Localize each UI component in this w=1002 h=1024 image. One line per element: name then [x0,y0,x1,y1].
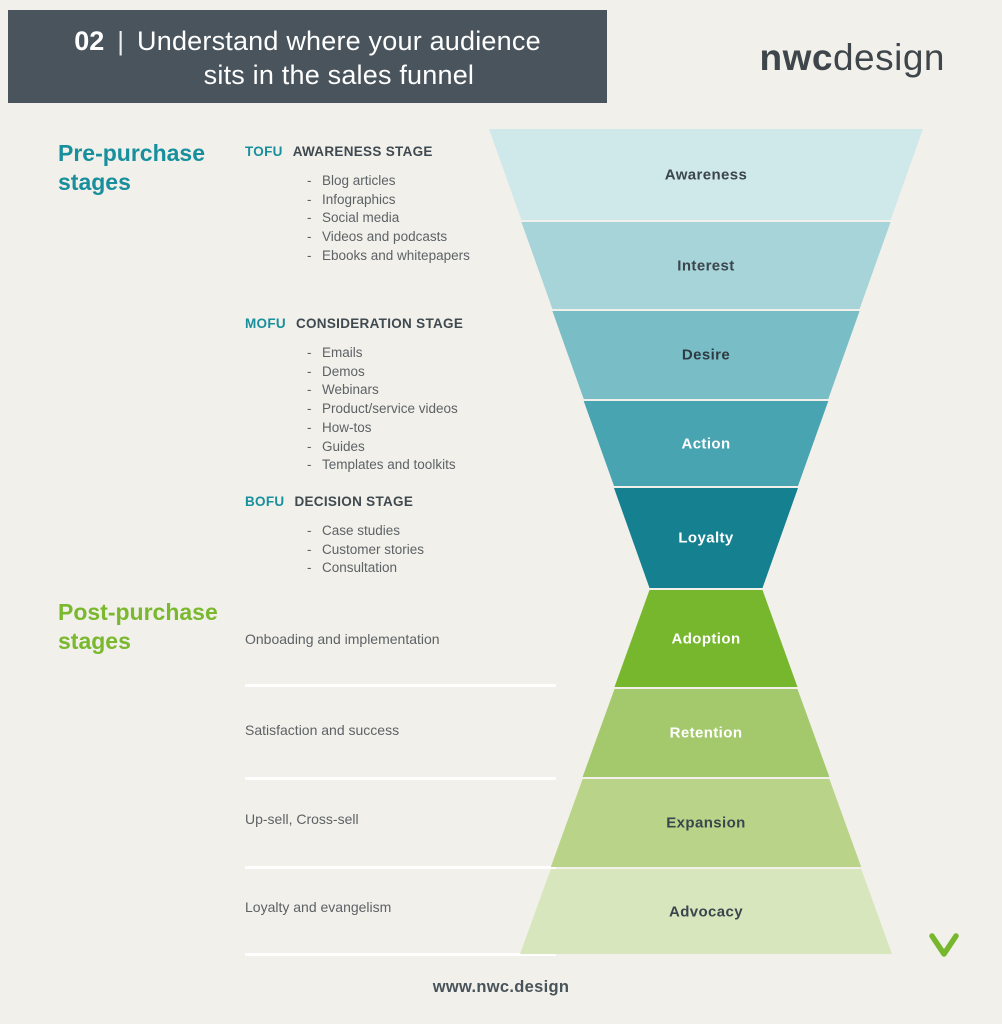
list-item: Social media [307,209,515,228]
arrow-head-icon [929,933,959,957]
stage-section-mofu: MOFU CONSIDERATION STAGE EmailsDemosWebina… [245,316,515,475]
funnel-band-interest: Interest [521,222,891,309]
stage-section-bofu: BOFU DECISION STAGE Case studiesCustomer s… [245,494,515,578]
list-item: Ebooks and whitepapers [307,247,515,266]
list-item: How-tos [307,419,515,438]
downward-flow-arrow-icon [929,128,959,957]
list-item: Blog articles [307,172,515,191]
post-purchase-item: Up-sell, Cross-sell [245,811,359,827]
list-item: Consultation [307,559,515,578]
list-item: Product/service videos [307,400,515,419]
post-purchase-heading: Post-purchase stages [58,599,218,654]
stage-title: CONSIDERATION STAGE [295,316,464,331]
header-banner: 02 | Understand where your audience sits… [8,10,607,103]
funnel-band-label: Advocacy [668,903,744,920]
funnel-band-adoption: Adoption [614,590,798,687]
funnel-band-label: Desire [681,346,731,364]
funnel-band-loyalty: Loyalty [614,488,798,588]
list-item: Emails [307,344,515,363]
divider [245,866,556,869]
stage-content-list: Case studiesCustomer storiesConsultation [245,522,515,578]
stage-tag: TOFU [245,144,283,159]
funnel-band-awareness: Awareness [489,129,923,220]
funnel-band-label: Adoption [671,630,741,647]
header-title-line2: sits in the sales funnel [203,59,475,90]
post-purchase-item: Satisfaction and success [245,722,400,738]
logo-regular-part: design [832,37,945,78]
stage-section-tofu: TOFU AWARENESS STAGE Blog articlesInfograp… [245,144,515,266]
funnel-band-action: Action [583,401,829,486]
divider [245,777,556,780]
stage-title: AWARENESS STAGE [292,144,433,159]
funnel-band-label: Expansion [666,814,746,832]
post-purchase-item: Loyalty and evangelism [245,899,392,915]
stage-content-list: EmailsDemosWebinarsProduct/service video… [245,344,515,475]
funnel-band-label: Retention [669,724,743,742]
pre-purchase-heading: Pre-purchase stages [58,140,206,195]
header-separator: | [117,25,125,56]
list-item: Customer stories [307,541,515,560]
funnel-band-label: Interest [677,257,735,274]
divider [245,684,556,687]
stage-content-list: Blog articlesInfographicsSocial mediaVid… [245,172,515,266]
list-item: Templates and toolkits [307,456,515,475]
stage-heading: BOFU DECISION STAGE [245,494,515,509]
header-number: 02 [74,25,105,56]
stage-heading: TOFU AWARENESS STAGE [245,144,515,159]
stage-heading: MOFU CONSIDERATION STAGE [245,316,515,331]
post-purchase-item: Onboading and implementation [245,631,440,647]
logo-bold-part: nwc [759,37,833,78]
list-item: Guides [307,438,515,457]
funnel-band-advocacy: Advocacy [520,869,892,954]
list-item: Webinars [307,381,515,400]
header-title: Understand where your audience sits in t… [137,24,541,92]
funnel-band-desire: Desire [552,311,860,399]
funnel-band-label: Loyalty [678,529,734,547]
header-title-line1: Understand where your audience [137,25,541,56]
stage-title: DECISION STAGE [294,494,414,509]
funnel-band-expansion: Expansion [550,779,862,867]
logo: nwcdesign [760,37,946,79]
funnel-band-label: Action [681,435,731,452]
list-item: Videos and podcasts [307,228,515,247]
list-item: Demos [307,363,515,382]
funnel-band-retention: Retention [582,689,830,777]
header-inner: 02 | Understand where your audience sits… [74,22,541,92]
list-item: Infographics [307,191,515,210]
funnel-band-label: Awareness [664,166,748,183]
divider [245,953,556,956]
footer-url: www.nwc.design [432,978,570,996]
stage-tag: MOFU [245,316,286,331]
list-item: Case studies [307,522,515,541]
stage-tag: BOFU [245,494,285,509]
